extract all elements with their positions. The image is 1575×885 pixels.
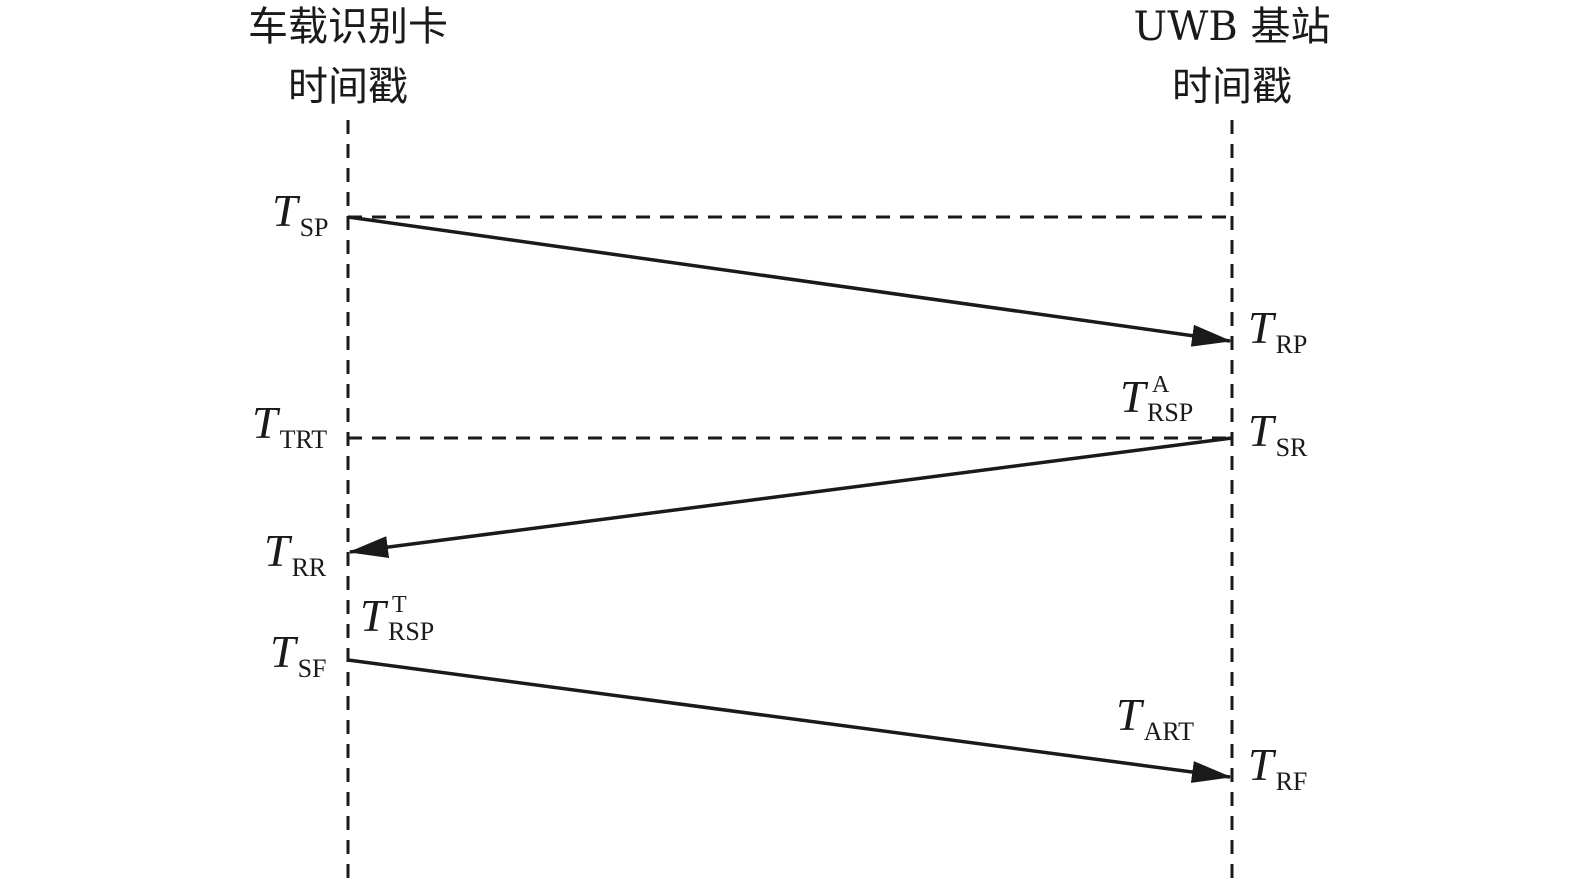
label-t-rsp-a: T A RSP bbox=[1120, 371, 1193, 427]
svg-text:TSP: TSP bbox=[272, 185, 329, 242]
svg-text:TTRT: TTRT bbox=[252, 397, 327, 454]
svg-text:T: T bbox=[392, 592, 407, 618]
svg-text:RSP: RSP bbox=[388, 617, 434, 646]
label-t-sf: TSF bbox=[270, 626, 327, 683]
label-t-rsp-t: T T RSP bbox=[360, 590, 434, 646]
svg-text:T: T bbox=[360, 590, 389, 641]
label-t-rf: TRF bbox=[1248, 739, 1307, 796]
poll-message-arrow bbox=[347, 215, 1232, 347]
right-lane-title-line2: 时间戳 bbox=[1172, 64, 1292, 110]
left-lane-title-line1: 车载识别卡 bbox=[248, 4, 448, 50]
svg-text:TRF: TRF bbox=[1248, 739, 1307, 796]
svg-text:TART: TART bbox=[1116, 689, 1194, 746]
right-lane-title-line1: UWB 基站 bbox=[1134, 4, 1331, 50]
label-t-rr: TRR bbox=[264, 525, 327, 582]
svg-text:RSP: RSP bbox=[1147, 398, 1193, 427]
svg-text:A: A bbox=[1152, 372, 1170, 398]
svg-text:TRP: TRP bbox=[1248, 302, 1307, 359]
label-t-sr: TSR bbox=[1248, 405, 1308, 462]
svg-text:TSF: TSF bbox=[270, 626, 327, 683]
label-t-sp: TSP bbox=[272, 185, 329, 242]
svg-text:TSR: TSR bbox=[1248, 405, 1308, 462]
label-t-rp: TRP bbox=[1248, 302, 1307, 359]
final-message-arrow bbox=[347, 658, 1232, 783]
svg-text:TRR: TRR bbox=[264, 525, 327, 582]
label-t-art: TART bbox=[1116, 689, 1194, 746]
left-lane-title-line2: 时间戳 bbox=[288, 64, 408, 110]
label-t-trt: TTRT bbox=[252, 397, 327, 454]
response-message-arrow bbox=[348, 436, 1233, 559]
svg-text:T: T bbox=[1120, 371, 1149, 422]
